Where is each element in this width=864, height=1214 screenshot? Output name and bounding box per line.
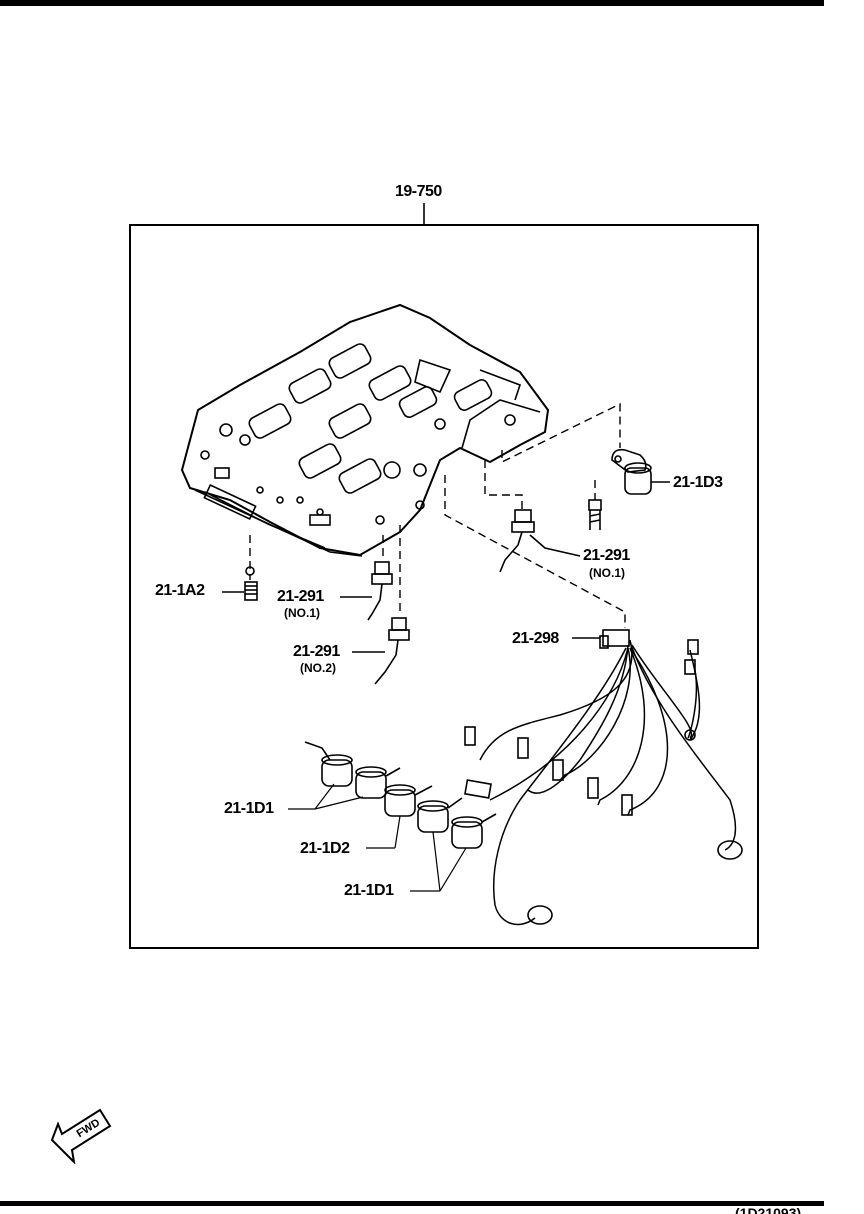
connector-21-291-right [499,509,581,573]
callout-21-291-right[interactable]: 21-291 [583,547,630,564]
callout-21-1D1-bottom[interactable]: 21-1D1 [344,882,394,899]
document-code: (1D21093) [735,1206,802,1214]
harness-connector-21-298 [572,629,630,649]
callout-21-291-no2[interactable]: 21-291 [293,643,340,660]
callout-21-1D3[interactable]: 21-1D3 [673,474,723,491]
callout-21-1D2[interactable]: 21-1D2 [300,840,350,857]
callout-21-291-left[interactable]: 21-291 [277,588,324,605]
fwd-arrow-icon: FWD [50,1108,112,1164]
connector-21-291-no2 [352,617,410,685]
solenoid-leaders [288,783,467,892]
callout-21-1D1-top[interactable]: 21-1D1 [224,800,274,817]
callout-21-298[interactable]: 21-298 [512,630,559,647]
harness-terminals [464,639,743,925]
callout-21-1A2[interactable]: 21-1A2 [155,582,205,599]
assembly-number-label[interactable]: 19-750 [395,183,442,200]
sensor-21-1D3 [611,448,670,495]
assembly-frame [129,224,759,949]
spring-21-1A2 [222,566,258,601]
valve-body-drawing [180,303,550,557]
callout-21-291-left-sub: (NO.1) [284,606,320,620]
connector-21-291-left [340,561,393,621]
callout-21-291-right-sub: (NO.1) [589,566,625,580]
solenoid-group [304,741,497,849]
wiring-harness [479,639,737,926]
callout-21-291-no2-sub: (NO.2) [300,661,336,675]
bolt-part [588,499,602,530]
bottom-border-rule [0,1201,824,1206]
top-border-rule [0,0,824,6]
assembly-dashed-lines [249,402,626,628]
